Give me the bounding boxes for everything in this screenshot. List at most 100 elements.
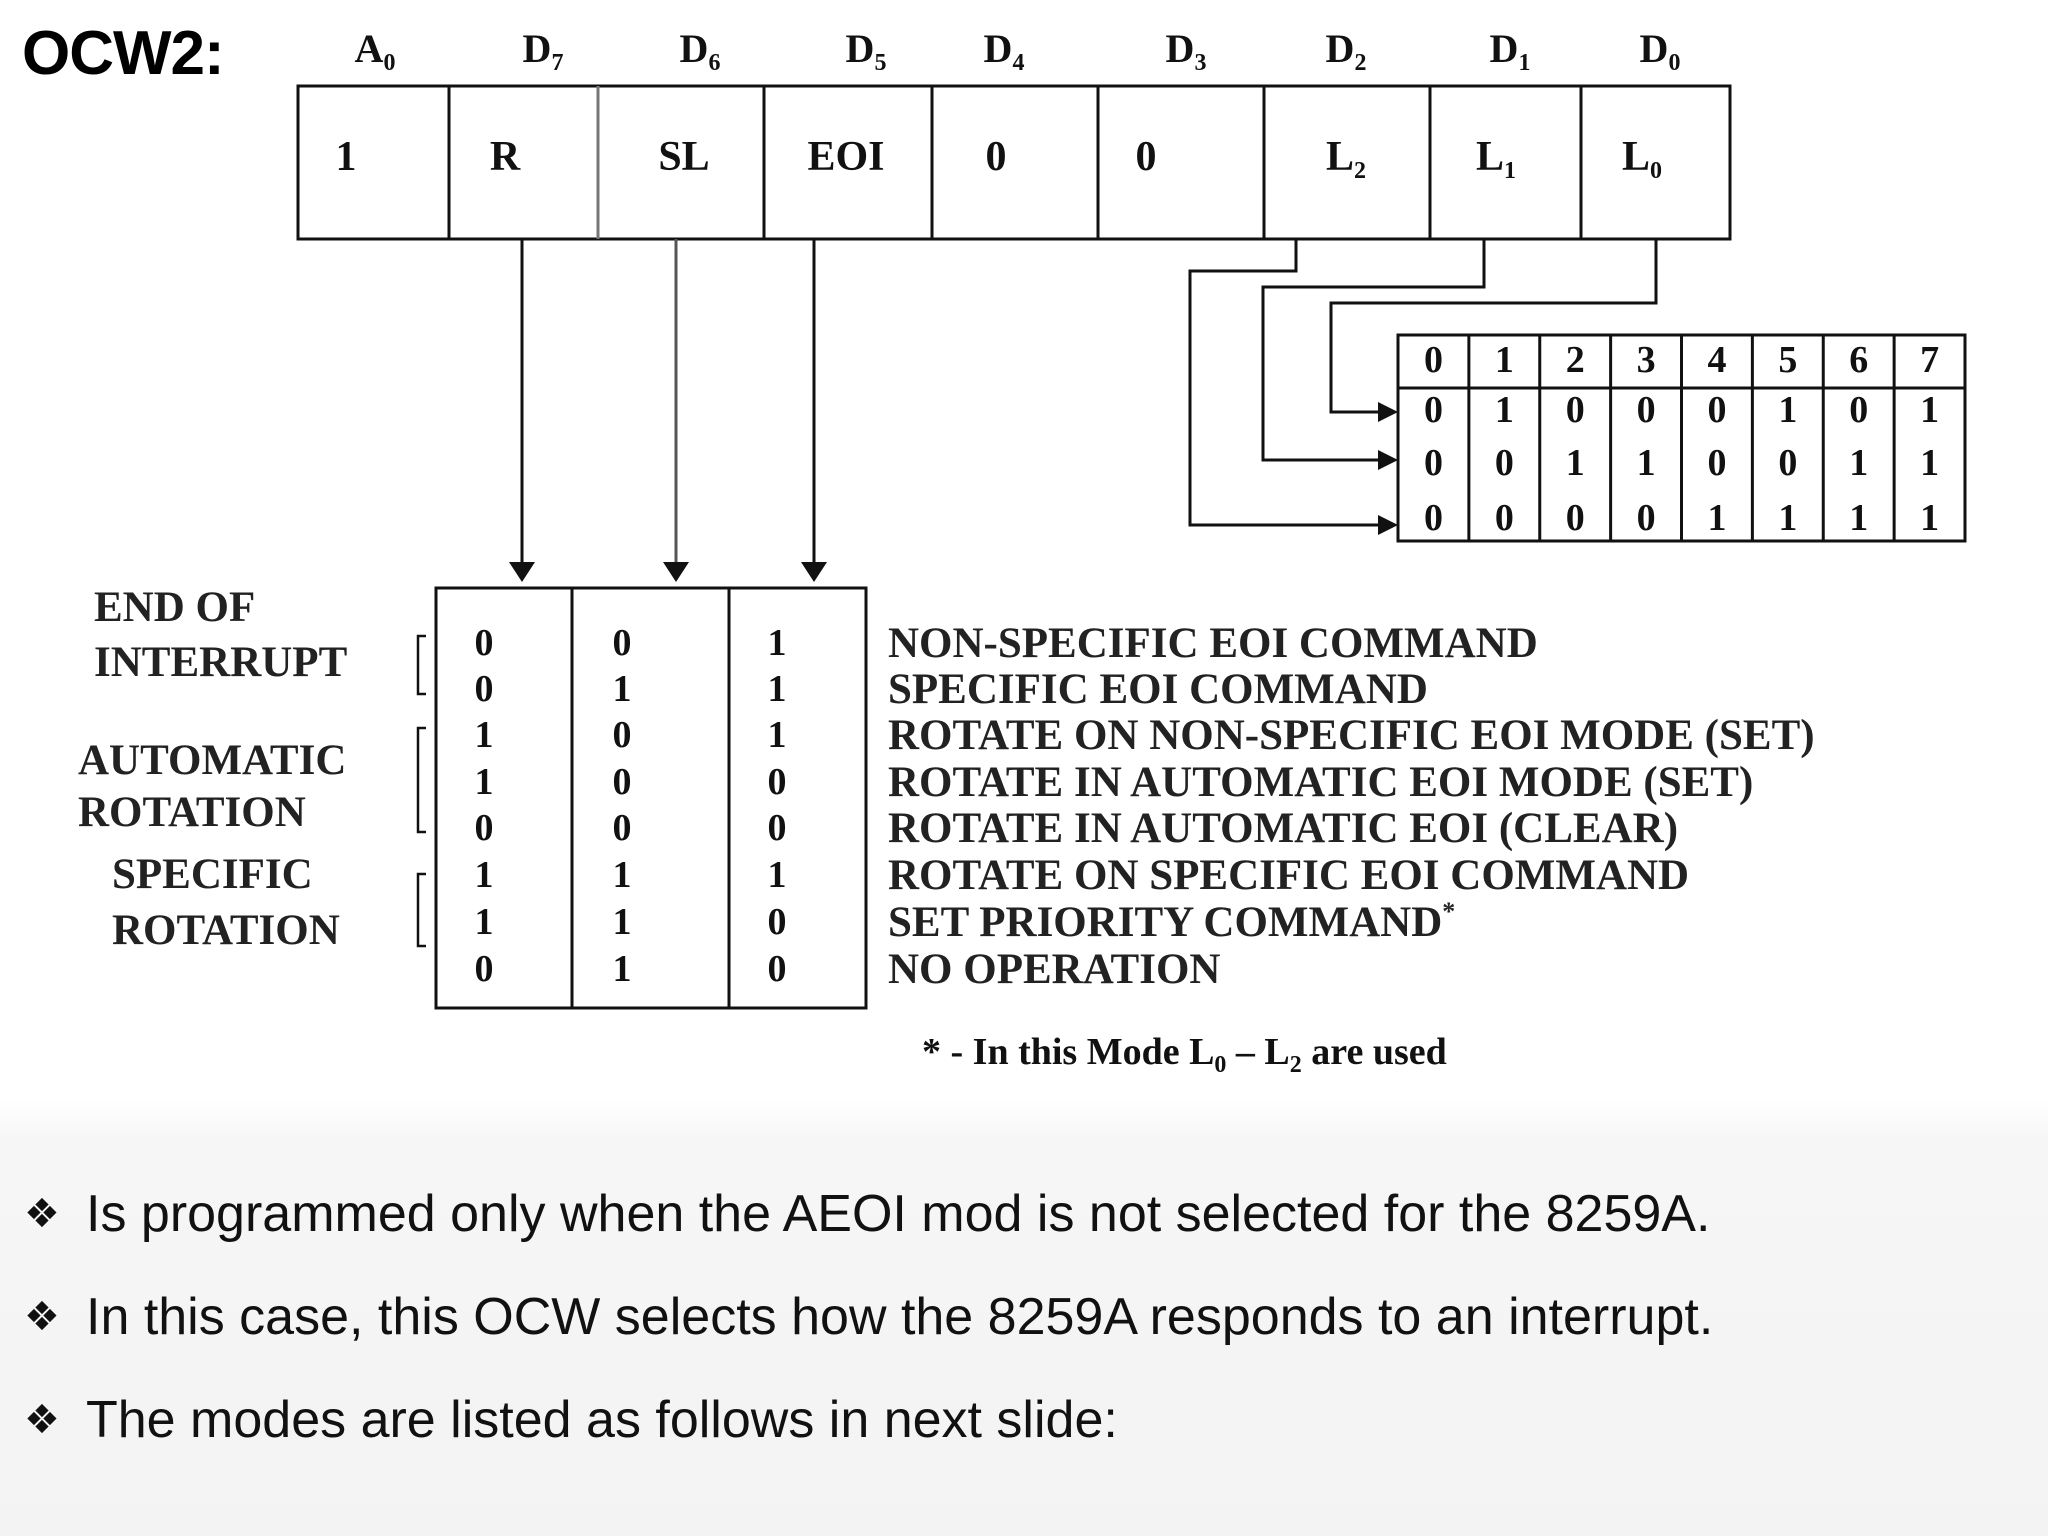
- level-table-cell: 0: [1566, 389, 1585, 431]
- level-table-cell: 1: [1849, 497, 1868, 539]
- command-description: NON-SPECIFIC EOI COMMAND: [888, 620, 1538, 667]
- level-table-header: 7: [1920, 339, 1939, 381]
- register-cell: 1: [336, 134, 357, 180]
- bit-header-label: D4: [984, 26, 1025, 76]
- command-bit-r: 0: [475, 668, 494, 710]
- r-sl-eoi-arrows: [520, 239, 816, 562]
- level-table-cell: 1: [1920, 442, 1939, 484]
- level-table-cell: 1: [1920, 497, 1939, 539]
- command-bit-eoi: 1: [768, 854, 787, 896]
- command-description: SPECIFIC EOI COMMAND: [888, 666, 1428, 713]
- command-description: ROTATE ON NON-SPECIFIC EOI MODE (SET): [888, 712, 1815, 759]
- group-labels: END OF INTERRUPT AUTOMATIC ROTATION SPEC…: [78, 584, 348, 954]
- command-bit-sl: 1: [613, 948, 632, 990]
- command-description: ROTATE ON SPECIFIC EOI COMMAND: [888, 852, 1689, 899]
- bullet-item: ❖ In this case, this OCW selects how the…: [24, 1265, 2014, 1368]
- bit-header-label: D7: [523, 26, 564, 76]
- command-bit-sl: 1: [613, 854, 632, 896]
- bullet-list: ❖ Is programmed only when the AEOI mod i…: [24, 1162, 2014, 1471]
- command-bit-sl: 0: [613, 622, 632, 664]
- command-bit-eoi: 1: [768, 714, 787, 756]
- slide-title: OCW2:: [22, 19, 225, 88]
- bit-header-label: D2: [1326, 26, 1367, 76]
- bit-header-label: D0: [1640, 26, 1681, 76]
- level-table-cell: 1: [1778, 389, 1797, 431]
- command-bit-r: 1: [475, 714, 494, 756]
- command-bit-eoi: 1: [768, 622, 787, 664]
- group-label: SPECIFIC: [112, 851, 313, 898]
- command-bit-eoi: 0: [768, 761, 787, 803]
- command-bit-r: 1: [475, 854, 494, 896]
- register-cell: L2: [1326, 134, 1366, 184]
- level-table-cell: 1: [1495, 389, 1514, 431]
- register-cell: R: [490, 134, 521, 180]
- command-bit-sl: 0: [613, 807, 632, 849]
- bullet-text: The modes are listed as follows in next …: [86, 1390, 1118, 1449]
- diamond-bullet-icon: ❖: [24, 1190, 60, 1237]
- level-table-header: 2: [1566, 339, 1585, 381]
- command-description: SET PRIORITY COMMAND*: [888, 897, 1455, 946]
- level-table-cell: 1: [1637, 442, 1656, 484]
- level-table-cell: 0: [1495, 497, 1514, 539]
- level-table-cell: 0: [1637, 389, 1656, 431]
- command-bit-r: 1: [475, 761, 494, 803]
- bit-header-row: A0 D7 D6 D5 D4 D3 D2 D1 D0: [355, 26, 1681, 76]
- level-table-cell: 0: [1637, 497, 1656, 539]
- bit-header-label: D3: [1166, 26, 1207, 76]
- bit-header-label: D1: [1490, 26, 1531, 76]
- level-table-cell: 0: [1707, 442, 1726, 484]
- bit-header-label: D6: [680, 26, 721, 76]
- register-box: 1 R SL EOI 0 0 L2 L1 L0: [296, 84, 1732, 241]
- group-label: ROTATION: [112, 907, 340, 954]
- level-table-cell: 0: [1566, 497, 1585, 539]
- bullet-item: ❖ Is programmed only when the AEOI mod i…: [24, 1162, 2014, 1265]
- command-bit-sl: 0: [613, 714, 632, 756]
- register-cell: L1: [1476, 134, 1516, 184]
- command-bit-sl: 1: [613, 901, 632, 943]
- level-table-header: 4: [1707, 339, 1726, 381]
- bit-header-label: A0: [355, 26, 396, 76]
- bullet-text: Is programmed only when the AEOI mod is …: [86, 1184, 1711, 1243]
- register-cell: SL: [658, 134, 709, 180]
- diamond-bullet-icon: ❖: [24, 1293, 60, 1340]
- level-table-header: 5: [1778, 339, 1797, 381]
- register-cell: EOI: [807, 134, 884, 180]
- command-bit-eoi: 1: [768, 668, 787, 710]
- command-bit-eoi: 0: [768, 807, 787, 849]
- group-label: END OF: [94, 584, 255, 631]
- right-arrowheads: [1378, 402, 1398, 535]
- level-table-header: 3: [1637, 339, 1656, 381]
- command-bit-r: 0: [475, 948, 494, 990]
- down-arrowheads: [509, 562, 827, 582]
- bullet-text: In this case, this OCW selects how the 8…: [86, 1287, 1714, 1346]
- command-bit-r: 1: [475, 901, 494, 943]
- level-table-cell: 1: [1566, 442, 1585, 484]
- command-bit-sl: 1: [613, 668, 632, 710]
- command-description: ROTATE IN AUTOMATIC EOI MODE (SET): [888, 759, 1753, 806]
- group-label: ROTATION: [78, 789, 306, 836]
- level-table-cell: 0: [1424, 442, 1443, 484]
- group-label: INTERRUPT: [94, 639, 348, 686]
- level-table-cell: 1: [1849, 442, 1868, 484]
- diamond-bullet-icon: ❖: [24, 1396, 60, 1443]
- level-table-cell: 1: [1707, 497, 1726, 539]
- level-table-header: 1: [1495, 339, 1514, 381]
- command-bit-eoi: 0: [768, 948, 787, 990]
- level-table-cell: 0: [1424, 389, 1443, 431]
- level-table-cell: 1: [1778, 497, 1797, 539]
- level-connectors: [1188, 239, 1658, 527]
- group-label: AUTOMATIC: [78, 737, 346, 784]
- group-brackets: [416, 634, 426, 948]
- register-cell: 0: [986, 134, 1007, 180]
- level-table-cell: 0: [1707, 389, 1726, 431]
- register-cell: 0: [1136, 134, 1157, 180]
- level-table-cell: 0: [1424, 497, 1443, 539]
- command-bit-r: 0: [475, 807, 494, 849]
- register-cell: L0: [1622, 134, 1662, 184]
- bit-header-label: D5: [846, 26, 887, 76]
- level-table-header: 0: [1424, 339, 1443, 381]
